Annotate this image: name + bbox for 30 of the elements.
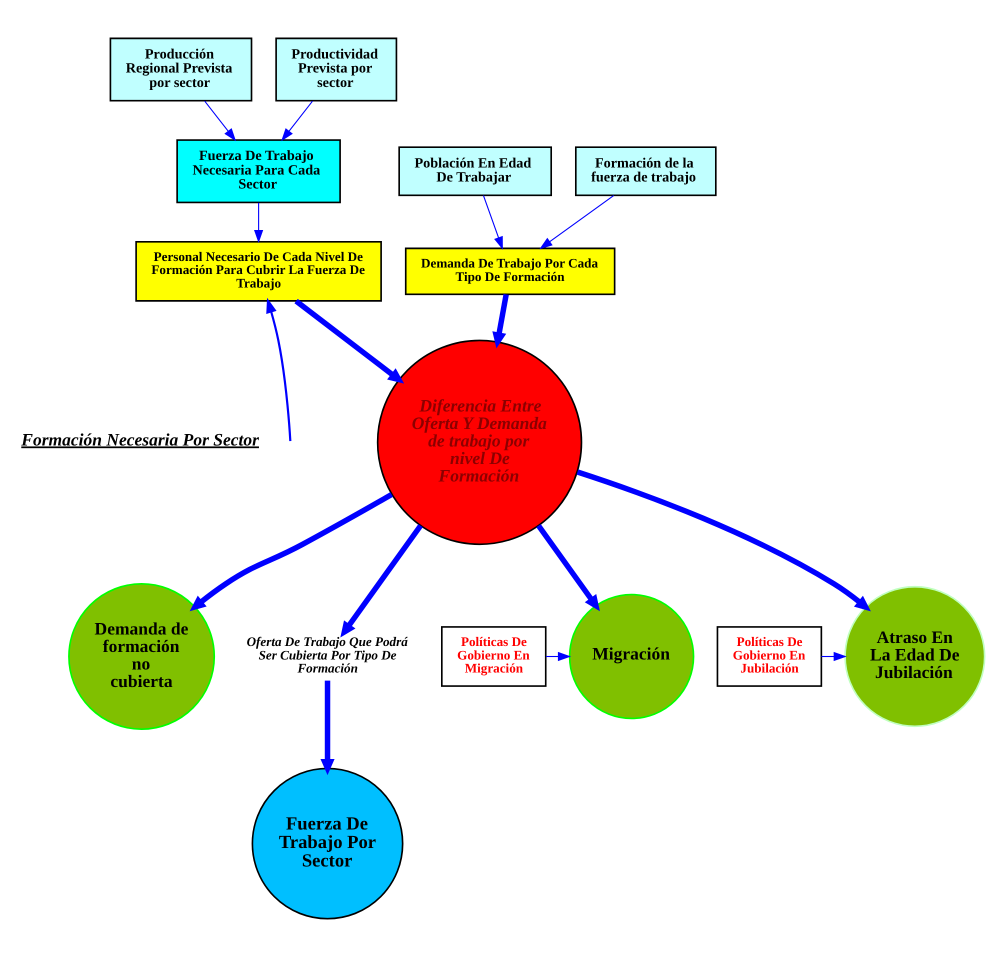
node-circle: Atraso En La Edad De Jubilación [844,585,986,727]
node-box: Formación de la fuerza de trabajo [574,146,717,196]
arrow [294,298,404,384]
node-box: Fuerza De Trabajo Necesaria Para Cada Sector [176,138,341,203]
node-box: Productividad Prevista por sector [275,37,398,102]
arrow [821,651,847,661]
arrow [492,294,509,348]
arrow [266,297,292,441]
arrow [482,194,503,250]
label: Formación Necesaria Por Sector [21,428,259,449]
node-box: Demanda De Trabajo Por Cada Tipo De Formación [404,247,616,295]
arrow [576,468,871,611]
node-box: Políticas De Gobierno En Migración [441,626,547,686]
arrow [190,492,393,611]
arrow [320,680,335,775]
node-box: Población En Edad De Trabajar [398,146,552,196]
node-box: Personal Necesario De Cada Nivel De Formación Para Cubrir La Fuerza De Trabajo [135,240,382,302]
node-box: Producción Regional Prevista por sector [110,37,252,102]
node-box: Políticas De Gobierno En Jubilación [716,626,822,686]
arrow [281,100,313,141]
arrow [204,100,236,141]
node-circle: Diferencia Entre Oferta Y Demanda de trabajo por nivel De Formación [376,339,582,545]
node-circle: Demanda de formación no cubierta [68,582,216,730]
node-text: Oferta De Trabajo Que Podrá Ser Cubierta Por Tipo De Formación [246,634,408,675]
arrow [539,194,614,249]
arrow [340,524,423,638]
arrow [536,524,600,611]
arrow [254,202,264,243]
arrow [546,651,572,661]
node-circle: Fuerza De Trabajo Por Sector [252,767,404,920]
